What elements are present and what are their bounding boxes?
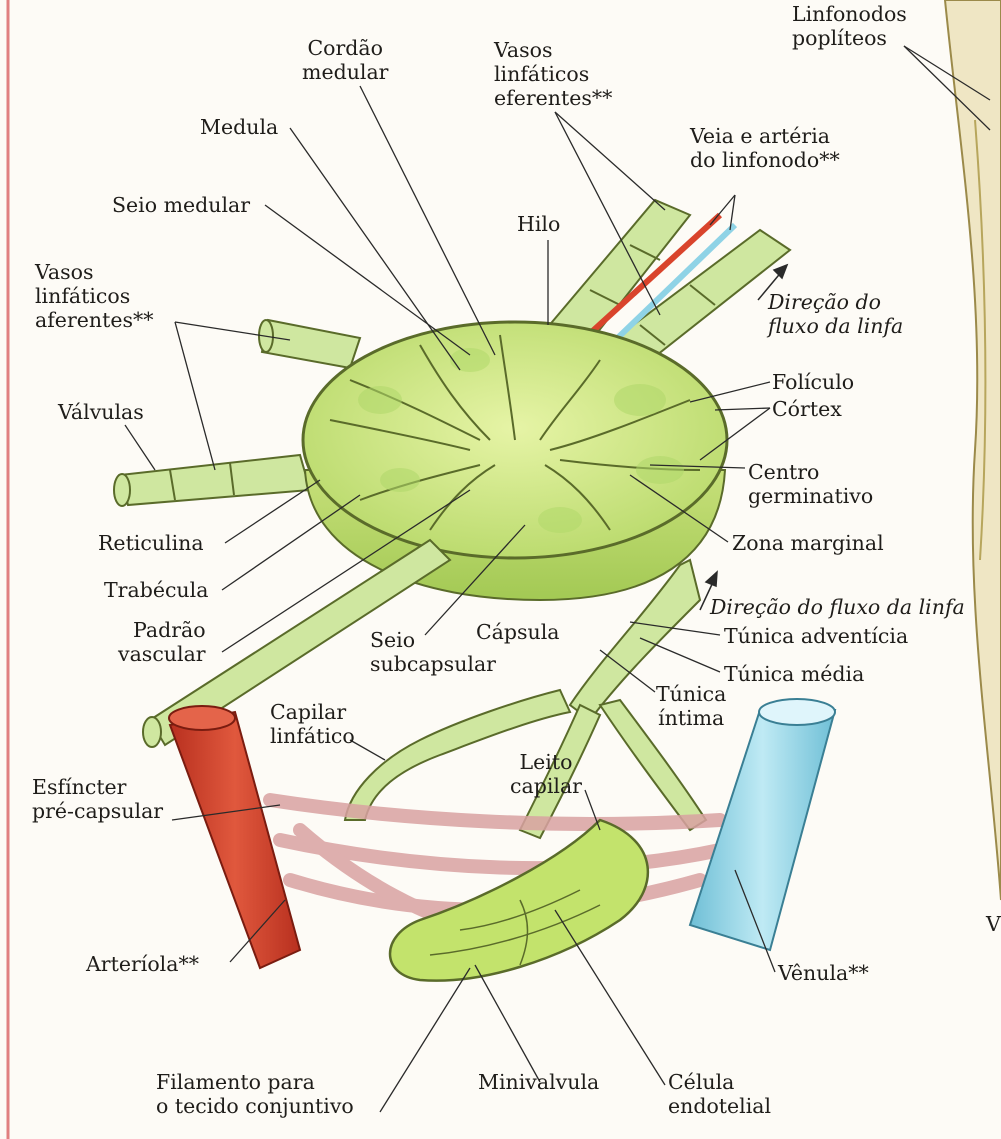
label-medula: Medula — [200, 115, 278, 139]
venule — [690, 710, 835, 950]
label-tunica-adventicia: Túnica adventícia — [724, 624, 908, 648]
label-centro-germinativo: Centro germinativo — [748, 460, 873, 508]
label-leito-capilar: Leito capilar — [510, 750, 582, 798]
label-capsula: Cápsula — [476, 620, 560, 644]
label-direcao-fluxo-2: Direção do fluxo da linfa — [710, 595, 965, 619]
label-filamento: Filamento para o tecido conjuntivo — [156, 1070, 354, 1118]
label-arteriola: Arteríola** — [86, 952, 199, 976]
label-foliculo: Folículo — [772, 370, 854, 394]
label-seio-medular: Seio medular — [112, 193, 250, 217]
leg-figure-edge — [945, 0, 1001, 900]
label-zona-marginal: Zona marginal — [732, 531, 884, 555]
label-hilo: Hilo — [517, 212, 560, 236]
label-minivalvula: Minivalvula — [478, 1070, 599, 1094]
label-vasos-aferentes: Vasos linfáticos aferentes** — [35, 260, 153, 332]
label-valvulas: Válvulas — [58, 400, 144, 424]
label-edge-v: V — [986, 912, 1001, 936]
label-direcao-fluxo-1: Direção do fluxo da linfa — [768, 290, 903, 338]
label-esfincter: Esfíncter pré-capsular — [32, 775, 163, 823]
label-veia-arteria: Veia e artéria do linfonodo** — [690, 124, 840, 172]
arteriole-opening — [169, 706, 235, 730]
label-cortex: Córtex — [772, 397, 842, 421]
label-cordao-medular: Cordão medular — [302, 36, 388, 84]
label-tunica-media: Túnica média — [724, 662, 864, 686]
label-vasos-eferentes: Vasos linfáticos eferentes** — [494, 38, 612, 110]
label-celula-endotelial: Célula endotelial — [668, 1070, 771, 1118]
label-capilar-linfatico: Capilar linfático — [270, 700, 355, 748]
label-linfonodos-popliteos: Linfonodos poplíteos — [792, 2, 907, 50]
label-trabecula: Trabécula — [104, 578, 208, 602]
label-padrao-vascular: Padrão vascular — [118, 618, 206, 666]
label-reticulina: Reticulina — [98, 531, 204, 555]
venule-opening — [759, 699, 835, 725]
label-venula: Vênula** — [778, 961, 869, 985]
label-tunica-intima: Túnica íntima — [656, 682, 726, 730]
